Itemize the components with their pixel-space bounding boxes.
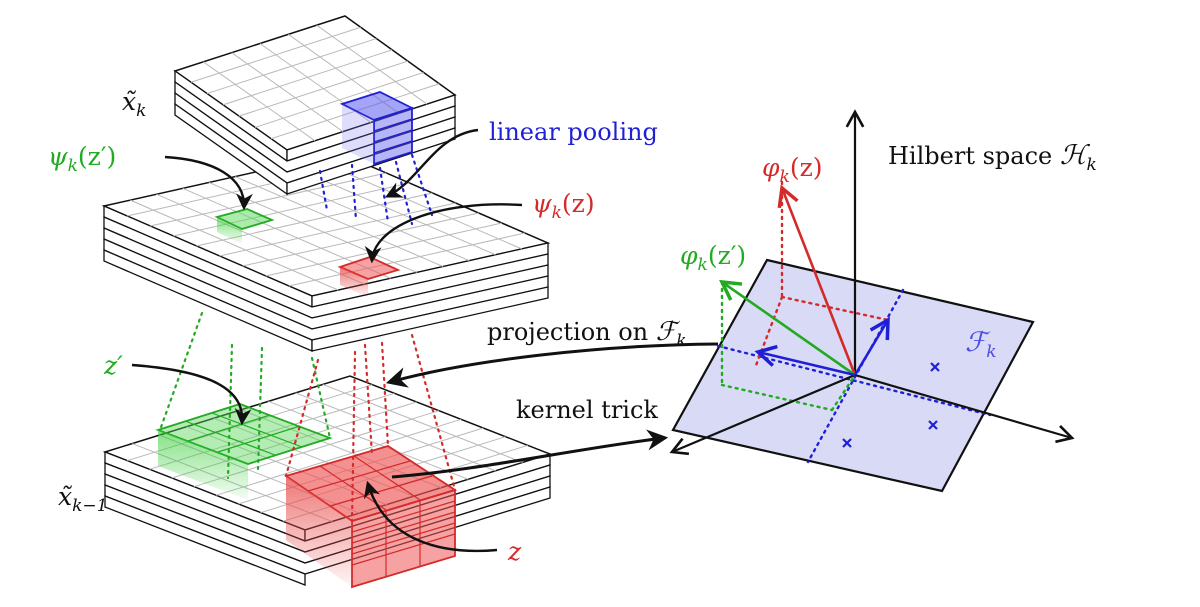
bottom-feature-map [102, 375, 553, 589]
label-x-k-minus-1: x̃k−1 [58, 482, 107, 516]
label-x-k: x̃k [122, 87, 146, 121]
grid-line [219, 202, 456, 257]
axes [669, 109, 1075, 456]
arrow-z-prime [131, 363, 252, 426]
grid-line [203, 61, 316, 142]
red-cell-middle-fade [340, 267, 368, 297]
grid-line [268, 400, 469, 480]
hilbert-space-diagram [669, 109, 1075, 493]
labels: x̃k ψk(z′) linear pooling ψk(z) Hilbert … [48, 87, 1097, 566]
green-cell-middle [214, 208, 275, 230]
grid-line [190, 26, 361, 83]
label-phi-z-prime: φk(z′) [680, 241, 746, 275]
grid-line [316, 24, 428, 105]
vector-phi-z [777, 184, 857, 376]
red-patch-fade [286, 476, 352, 587]
grid-line [156, 193, 365, 285]
anchor-points [842, 362, 940, 448]
label-projection: projection on ℱk [487, 317, 687, 351]
grid-line [130, 199, 339, 291]
green-cell-middle-fade [217, 217, 242, 244]
middle-feature-map [101, 152, 551, 352]
grid-line [238, 60, 409, 117]
red-patch-front-lines [351, 500, 456, 577]
arrow-kernel-trick [391, 429, 669, 479]
top-feature-map [173, 15, 457, 196]
grid-line [150, 172, 387, 227]
grid-line [215, 418, 462, 496]
grid-line [295, 392, 496, 472]
blue-cell-front-lines [373, 118, 413, 154]
label-phi-z: φk(z) [762, 153, 823, 187]
arrow-psi-z-prime [164, 155, 253, 211]
curved-arrows [131, 128, 719, 553]
grid-line [234, 176, 444, 268]
label-psi-z-prime: ψk(z′) [48, 142, 116, 176]
anchor-point [930, 362, 940, 372]
grid-line [322, 383, 523, 463]
vector-phi-z-prime [719, 279, 856, 377]
anchor-point [928, 420, 938, 430]
grid-line [254, 71, 424, 128]
arrow-z [363, 480, 498, 553]
grid-line [242, 212, 479, 267]
depth-axis [669, 373, 856, 456]
arrow-projection [385, 342, 719, 388]
label-kernel-trick: kernel trick [516, 396, 658, 424]
grid-line [231, 52, 344, 133]
top-layer-grid [190, 24, 440, 142]
arrow-psi-z [364, 203, 523, 264]
vector-proj-z [853, 316, 890, 376]
horizontal-axis [854, 373, 1075, 444]
middle-layer-stack [101, 152, 551, 352]
vector-proj-z-prime [754, 344, 856, 377]
label-z: z [507, 537, 522, 566]
anchor-point [842, 438, 852, 448]
label-psi-z: ψk(z) [532, 189, 595, 223]
grid-line [206, 38, 377, 95]
grid-line [222, 49, 393, 106]
grid-line [265, 222, 502, 277]
label-z-prime: z′ [103, 351, 123, 380]
grid-line [173, 182, 410, 237]
label-linear-pooling: linear pooling [489, 118, 658, 146]
arrow-linear-pooling [384, 128, 479, 198]
label-hilbert-space: Hilbert space ℋk [888, 140, 1097, 175]
green-patch-shadow [158, 430, 248, 500]
grid-line [288, 232, 525, 287]
blue-cell-fade [342, 104, 374, 164]
